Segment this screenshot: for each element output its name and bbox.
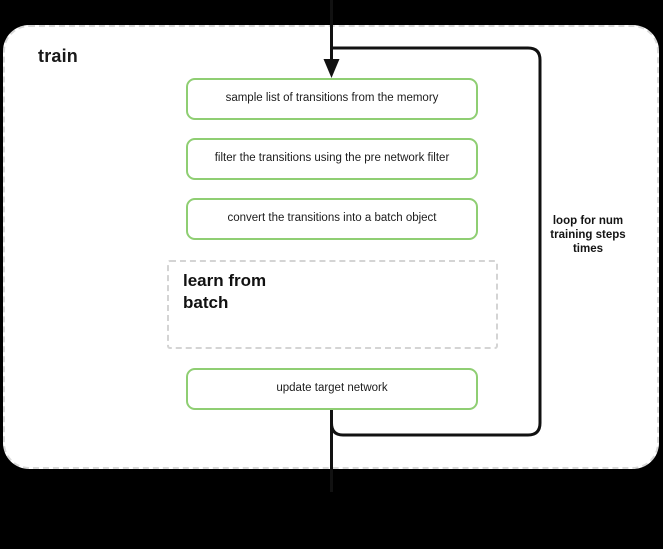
loop-caption: loop for num training steps times (550, 215, 626, 256)
step-node-filter-transitions[interactable]: filter the transitions using the pre net… (186, 138, 478, 180)
step-node-label: filter the transitions using the pre net… (214, 152, 450, 165)
step-node-label: update target network (276, 382, 388, 395)
step-node-update-target-network[interactable]: update target network (186, 368, 478, 410)
step-node-label: convert the transitions into a batch obj… (227, 212, 437, 225)
subblock-title: learn from batch (183, 271, 267, 313)
step-node-sample-transitions[interactable]: sample list of transitions from the memo… (186, 78, 478, 120)
step-node-convert-to-batch[interactable]: convert the transitions into a batch obj… (186, 198, 478, 240)
subblock-learn-from-batch[interactable]: learn from batch (167, 260, 498, 349)
step-node-label: sample list of transitions from the memo… (225, 92, 439, 105)
page-title: train (38, 46, 79, 66)
